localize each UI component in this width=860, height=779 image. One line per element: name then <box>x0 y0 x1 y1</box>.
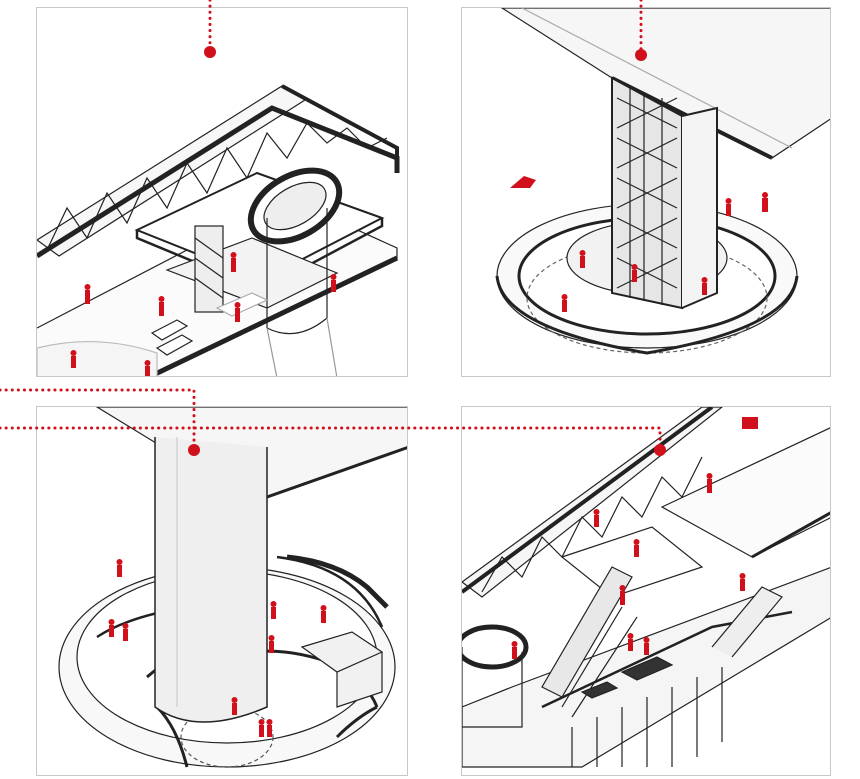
upper-platform-drawing <box>37 84 400 376</box>
panel-tower-shaft <box>461 7 831 377</box>
panel-column-base <box>36 406 408 776</box>
panel-upper-platform <box>36 7 408 377</box>
lower-hall-drawing <box>462 407 830 768</box>
panel-lower-hall <box>461 406 831 776</box>
column-base-drawing <box>58 407 407 768</box>
tower-shaft-drawing <box>495 8 830 355</box>
